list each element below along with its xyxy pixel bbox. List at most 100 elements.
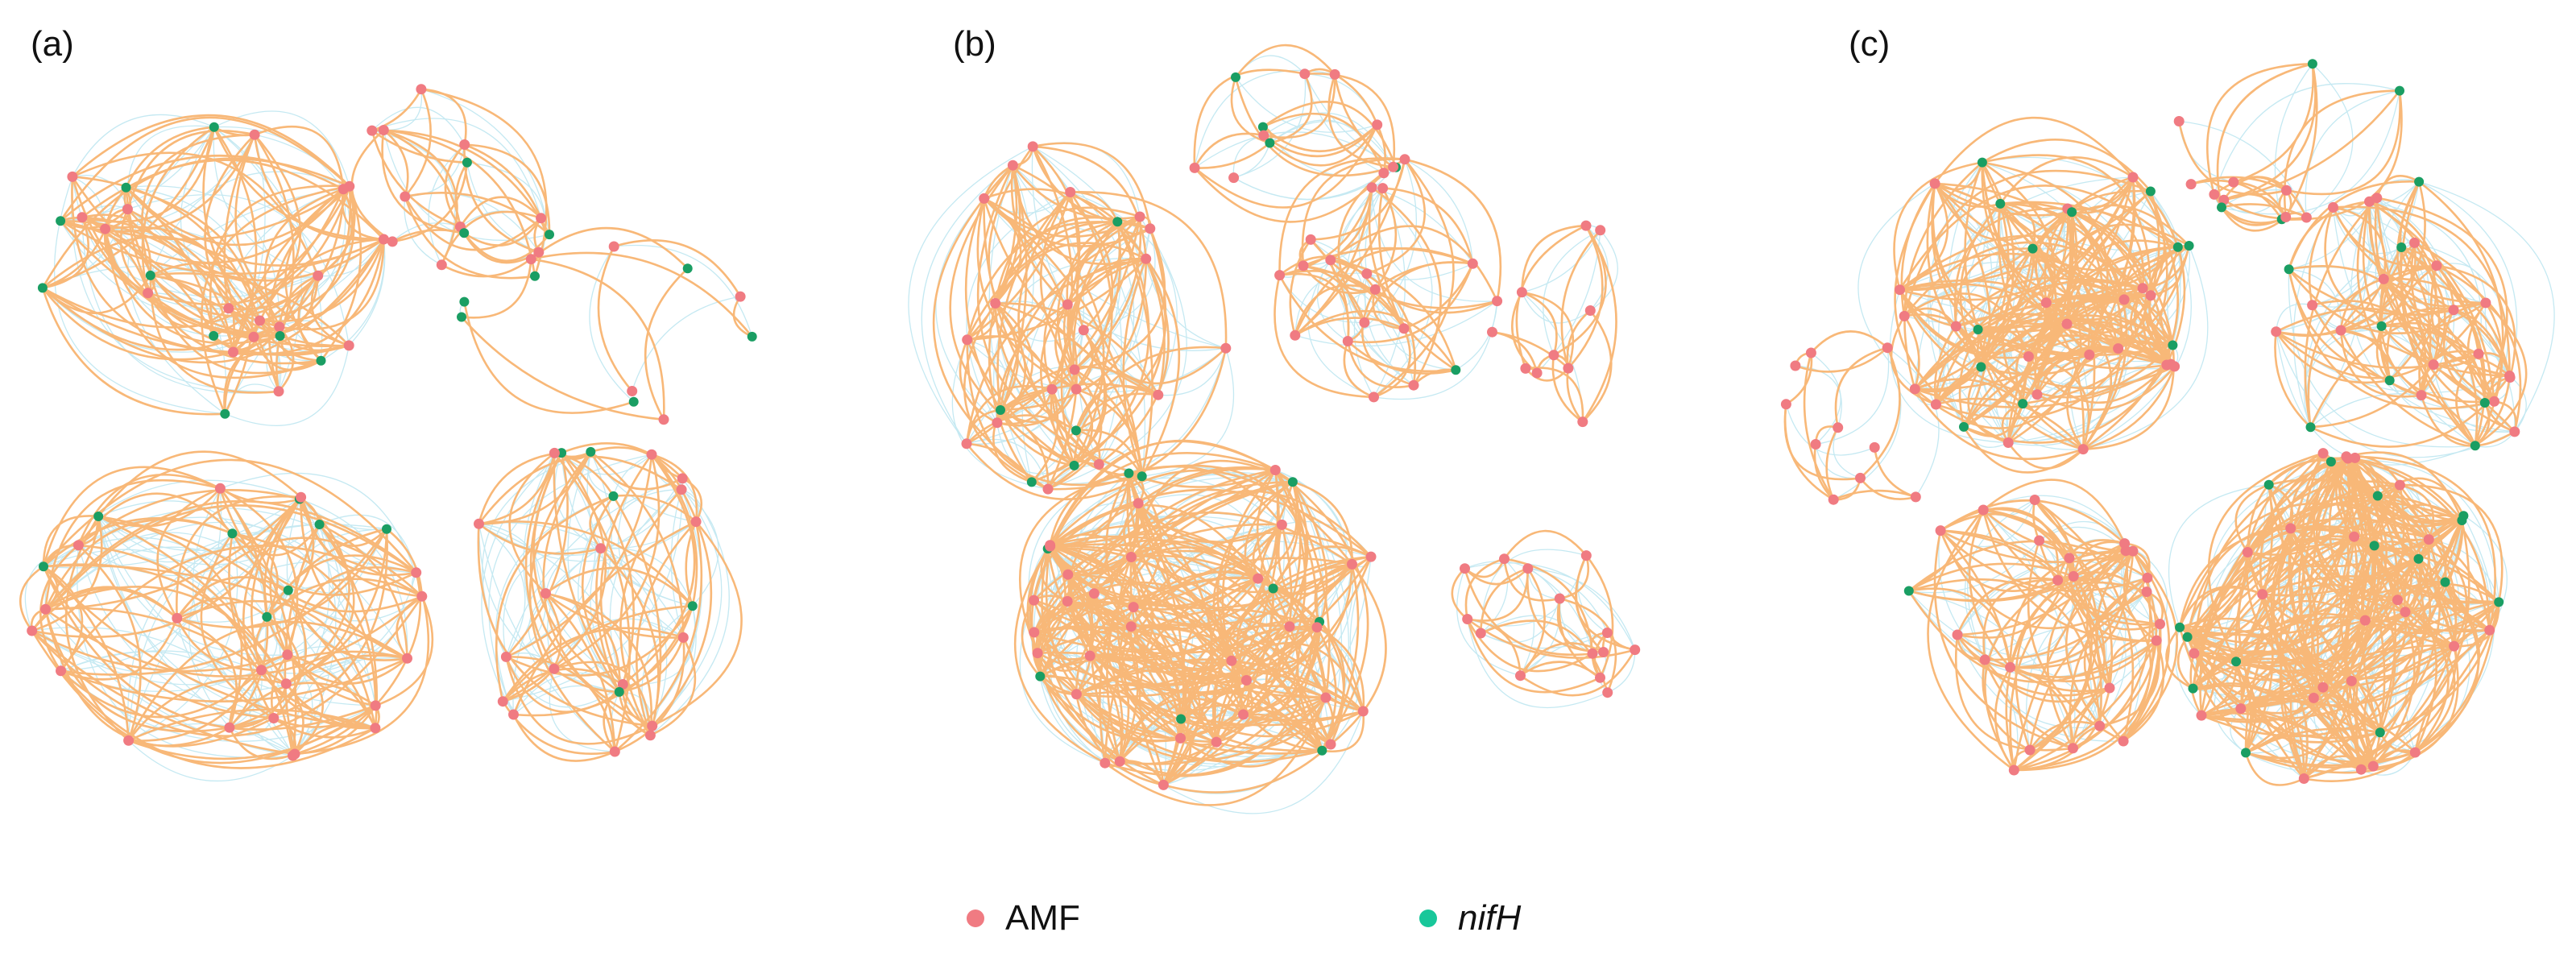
positive-edge [495,495,614,702]
amf-node [1522,563,1534,574]
positive-edge [2200,535,2354,716]
positive-edge [2420,355,2511,396]
positive-edge [1813,444,1835,501]
positive-edge [983,198,1100,466]
nifh-node [1071,425,1081,436]
positive-edge [2372,599,2416,767]
positive-edge [1956,577,2058,636]
positive-edge [255,616,287,685]
nifh-node [2470,441,2480,451]
amf-node [1062,299,1073,310]
amf-node [56,665,66,677]
amf-node [1088,588,1100,599]
positive-edge [1982,578,2058,661]
nifh-node [382,524,391,534]
positive-edge [2400,483,2504,603]
amf-node [2346,675,2357,686]
positive-edge [1126,473,1326,699]
positive-edge [2193,682,2305,779]
positive-edge [1193,68,1306,168]
positive-edge [2206,63,2313,195]
positive-edge [77,489,300,546]
negative-edge [600,547,694,607]
amf-node [1516,287,1527,298]
positive-edge [213,134,302,338]
positive-edge [319,523,408,659]
negative-edge [921,164,1013,445]
amf-node [1141,253,1152,264]
positive-edge [478,451,562,524]
positive-edge [2414,629,2491,753]
positive-edge [2072,686,2110,748]
positive-edge [2276,242,2416,337]
positive-edge [2186,636,2237,663]
amf-node [658,414,669,425]
amf-node [214,483,226,494]
positive-edge [2420,395,2516,447]
nifh-node [283,585,293,595]
amf-node [1899,310,1910,321]
positive-edge [1783,404,1861,481]
amf-node [1357,706,1369,717]
positive-edge [2201,645,2455,738]
amf-node [296,491,307,503]
amf-node [2409,237,2420,248]
amf-node [2141,586,2152,598]
positive-edge [553,661,652,735]
positive-edge [2310,363,2435,429]
positive-edge [42,235,281,337]
positive-edge [1050,473,1130,548]
positive-edge [2373,545,2455,648]
positive-edge [2201,601,2500,722]
amf-node [1046,383,1058,395]
positive-edge [141,133,255,276]
positive-edge [2268,478,2430,541]
amf-node [1475,628,1486,639]
amf-node [1950,321,1961,332]
network-nodes [27,59,2520,790]
negative-edge [127,560,416,741]
positive-edge [176,495,301,619]
nifh-node [1976,362,1986,372]
positive-edge [2474,375,2511,447]
negative-edge [44,608,293,756]
positive-edge [2073,550,2127,582]
amf-node [2024,744,2036,756]
amf-node [2341,451,2352,462]
positive-edge [1330,259,1457,371]
amf-node [268,713,280,723]
negative-edge [1585,225,1609,311]
nifh-node [2067,207,2077,218]
amf-node [1780,399,1791,410]
negative-edge [2288,268,2342,331]
amf-node [1398,323,1410,334]
positive-edge [1983,508,2075,577]
positive-edge [1243,626,1299,716]
negative-edge [1158,348,1227,396]
amf-node [644,730,656,741]
positive-edge [618,691,651,736]
amf-node [2068,570,2079,582]
amf-node [2031,389,2043,400]
positive-edge [1914,388,2084,461]
positive-edge [45,496,302,611]
amf-node [1361,268,1373,280]
positive-edge [1903,315,1920,390]
positive-edge [1999,156,2134,205]
negative-edge [481,452,562,715]
amf-node [961,438,972,450]
amf-node [2052,574,2064,586]
positive-edge [2396,599,2450,753]
positive-edge [2233,180,2287,218]
positive-edge [1371,186,1442,386]
positive-edge [228,727,296,760]
amf-node [274,321,285,333]
amf-node [1372,119,1383,131]
nifh-node [459,296,470,307]
positive-edge [219,487,417,596]
negative-edge [1978,296,2047,330]
amf-node [1359,317,1370,328]
positive-edge [1032,142,1152,229]
amf-node [1601,628,1613,638]
amf-node [962,334,973,346]
